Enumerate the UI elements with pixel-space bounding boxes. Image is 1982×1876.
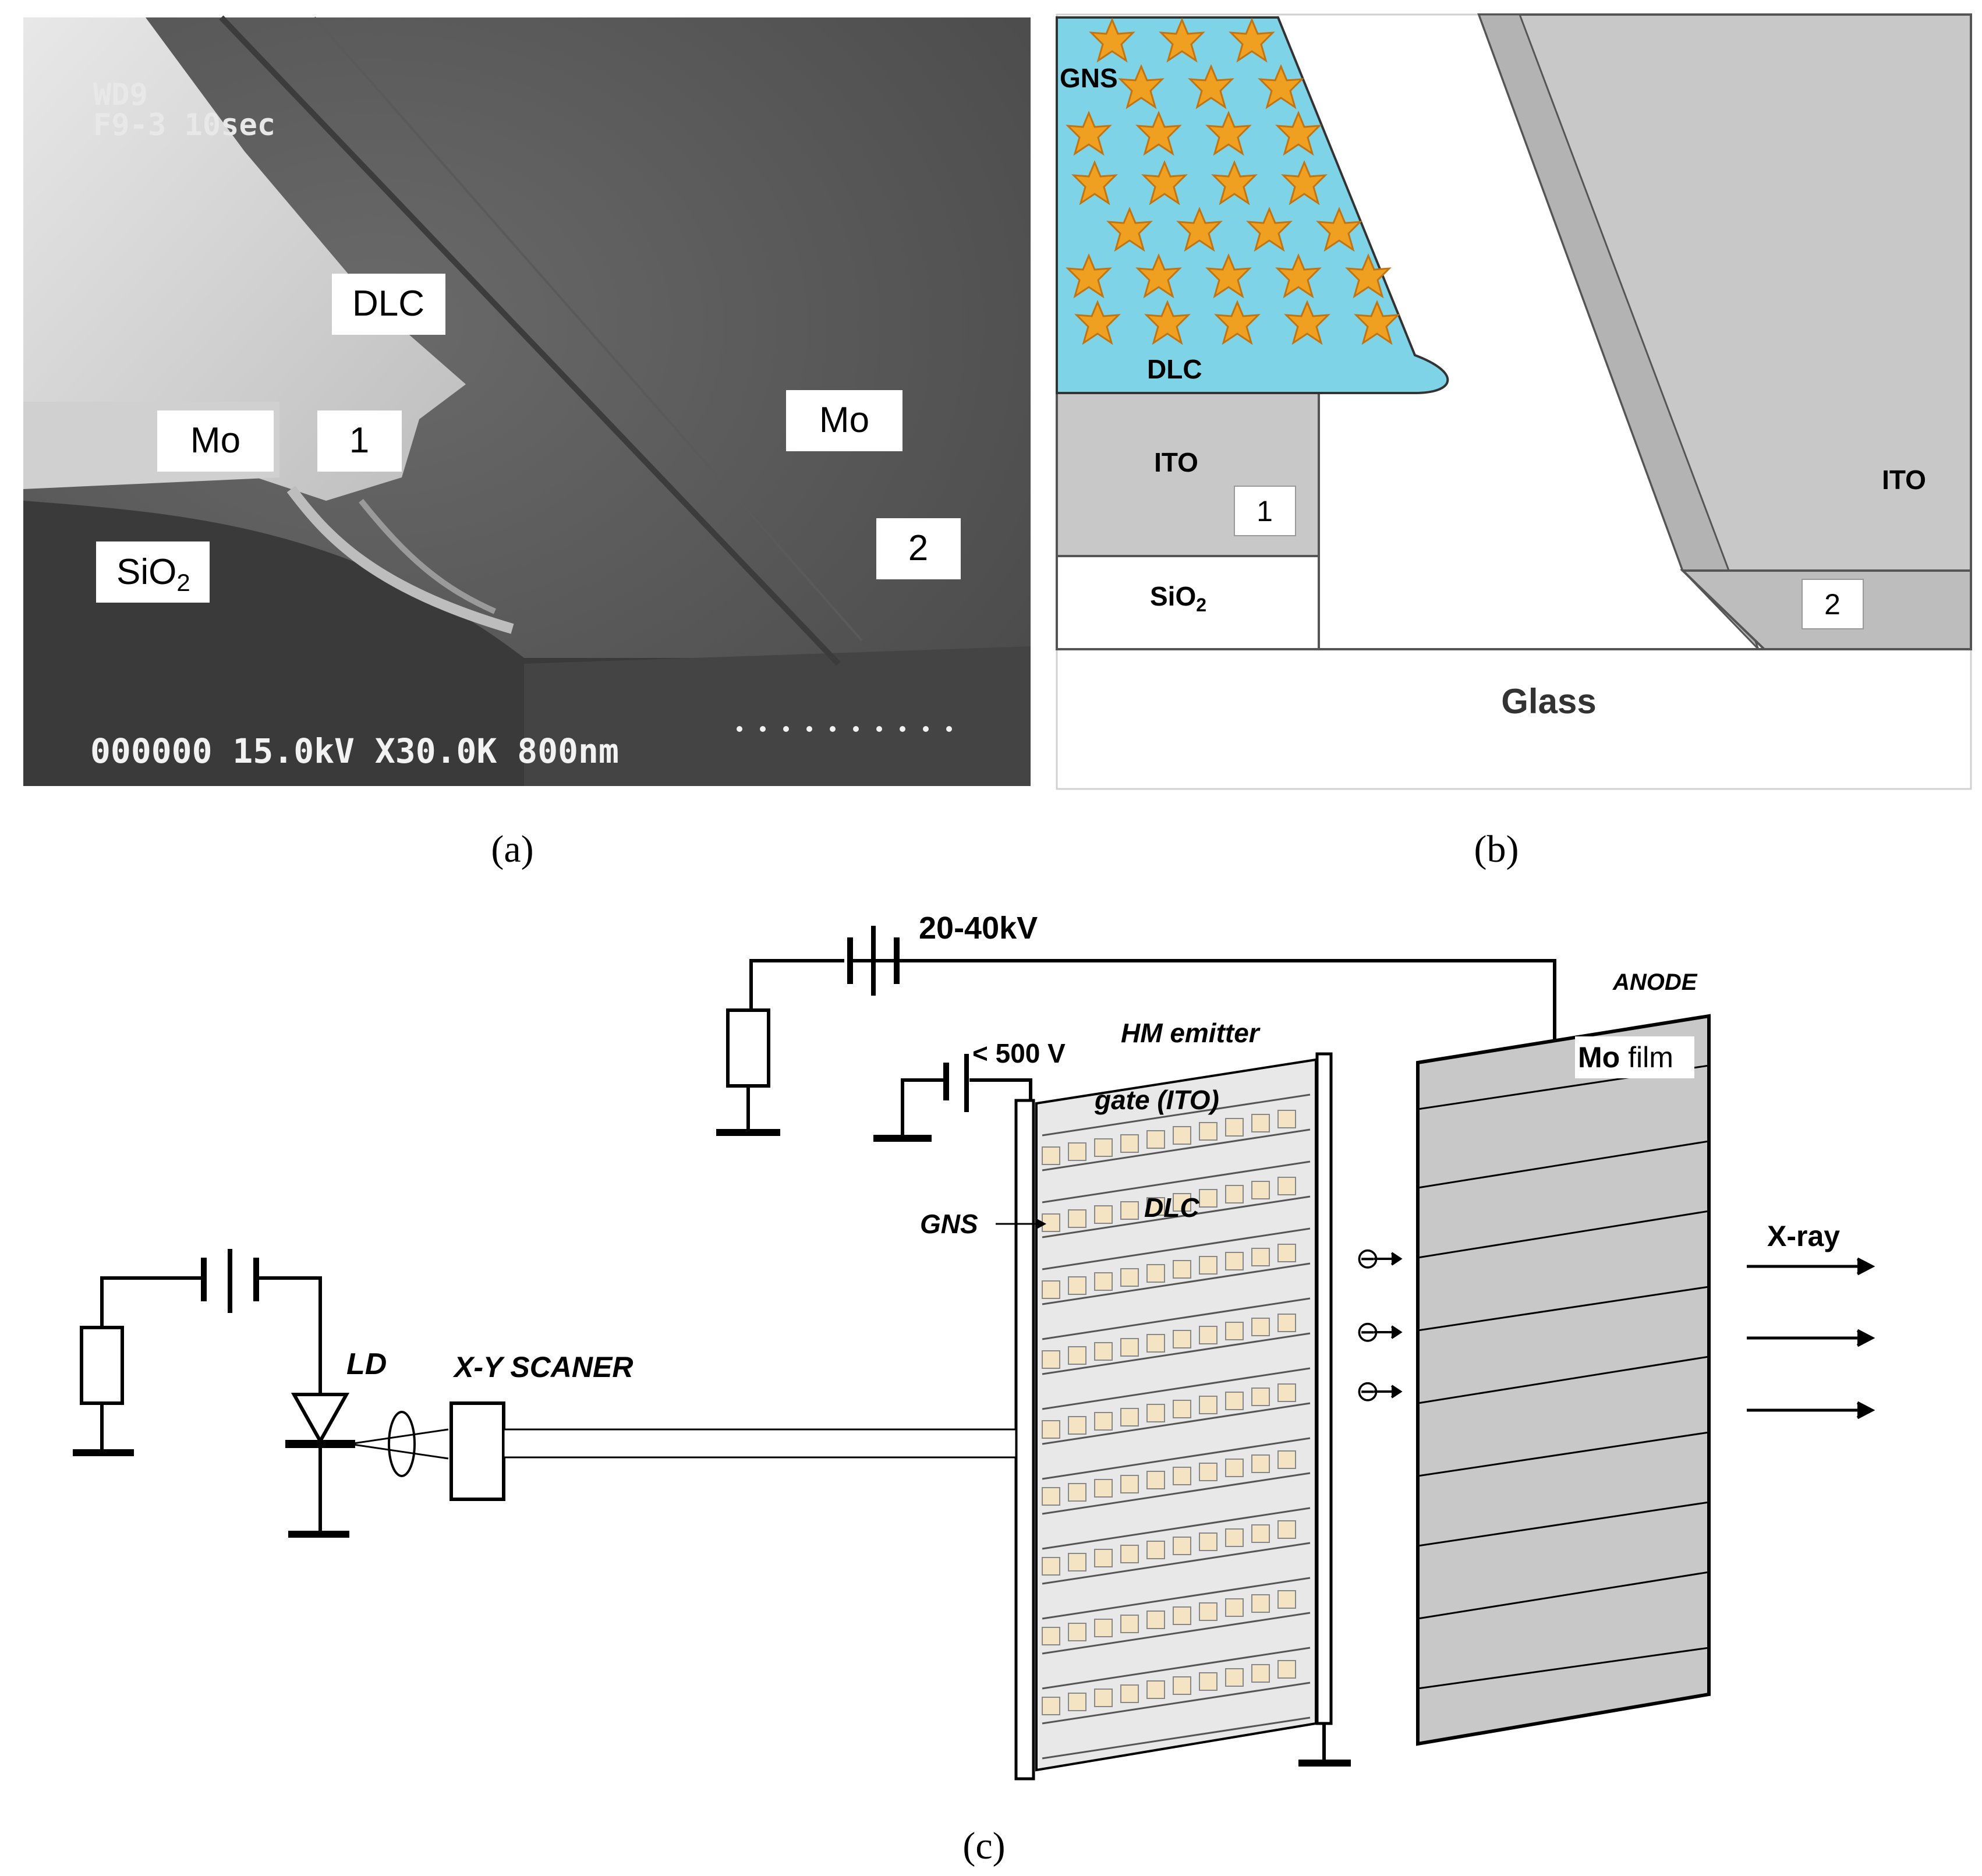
label-hm-emitter: HM emitter [1121,1018,1261,1048]
ld-circuit [73,1249,1017,1538]
emitter-stripes [1042,1093,1311,1760]
sem-sio2-edge [286,486,514,634]
label-xy-scanner: X-Y SCANER [452,1351,633,1383]
label-1-b: 1 [1257,495,1273,528]
label-ld: LD [346,1347,387,1381]
panel-b: GNS DLC ITO 1 SiO2 ITO 2 Glass [1056,13,1972,790]
caption-c: (c) [962,1825,1005,1867]
electron-arrows [1374,1252,1403,1399]
hv-supply-circuit [716,926,1556,1136]
emitter-rail-right [1315,1052,1333,1725]
label-dlc: DLC [352,284,424,324]
electron-1: ⊖ [1355,1242,1380,1275]
electron-3: ⊖ [1355,1375,1380,1407]
caption-a: (a) [491,828,533,870]
emitter-gns-cells [1042,1110,1296,1715]
electron-2: ⊖ [1355,1315,1380,1348]
label-2: 2 [908,528,928,568]
label-ito-left: ITO [1154,447,1198,477]
sem-header-line2: F9-3 10sec [93,108,275,143]
scale-bar [737,726,952,732]
dlc-gns-layer [1056,16,1449,394]
label-dlc-c: DLC [1144,1192,1199,1223]
label-mo-film: Mo film [1578,1041,1673,1074]
label-mo-right: Mo [819,400,869,440]
sem-dlc-region [23,17,466,501]
xy-scanner [450,1401,505,1501]
label-anode: ANODE [1612,969,1698,995]
laser-beam [502,1428,1017,1459]
gate-supply-circuit [873,1054,1032,1142]
label-2-b: 2 [1824,588,1841,621]
label-mo-left: Mo [190,420,240,461]
label-gns: GNS [1060,63,1118,93]
label-hv-supply: 20-40kV [919,911,1038,946]
label-gns-c: GNS [920,1209,978,1239]
label-dlc-b: DLC [1147,354,1202,384]
sem-footer: 000000 15.0kV X30.0K 800nm [90,731,619,771]
sem-ridge [219,15,841,666]
panel-c [73,926,1875,1781]
label-gate-supply: < 500 V [972,1038,1066,1068]
laser-diode [291,1393,350,1445]
panel-a: WD9 F9-3 10sec 000000 15.0kV X30.0K 800n… [23,15,1031,786]
label-1: 1 [349,420,369,461]
label-sio2: SiO2 [116,552,190,596]
emitter-rail-left [1014,1099,1035,1781]
label-gate: gate (ITO) [1094,1085,1219,1115]
sio2-layer [1056,555,1320,650]
xray-arrows [1747,1257,1875,1420]
caption-b: (b) [1474,828,1519,870]
label-glass: Glass [1501,682,1596,721]
sem-header-line1: WD9 [93,77,148,112]
label-sio2-b: SiO2 [1150,581,1206,615]
lens [388,1411,416,1477]
label-ito-right: ITO [1882,465,1926,495]
label-xray: X-ray [1767,1220,1840,1252]
